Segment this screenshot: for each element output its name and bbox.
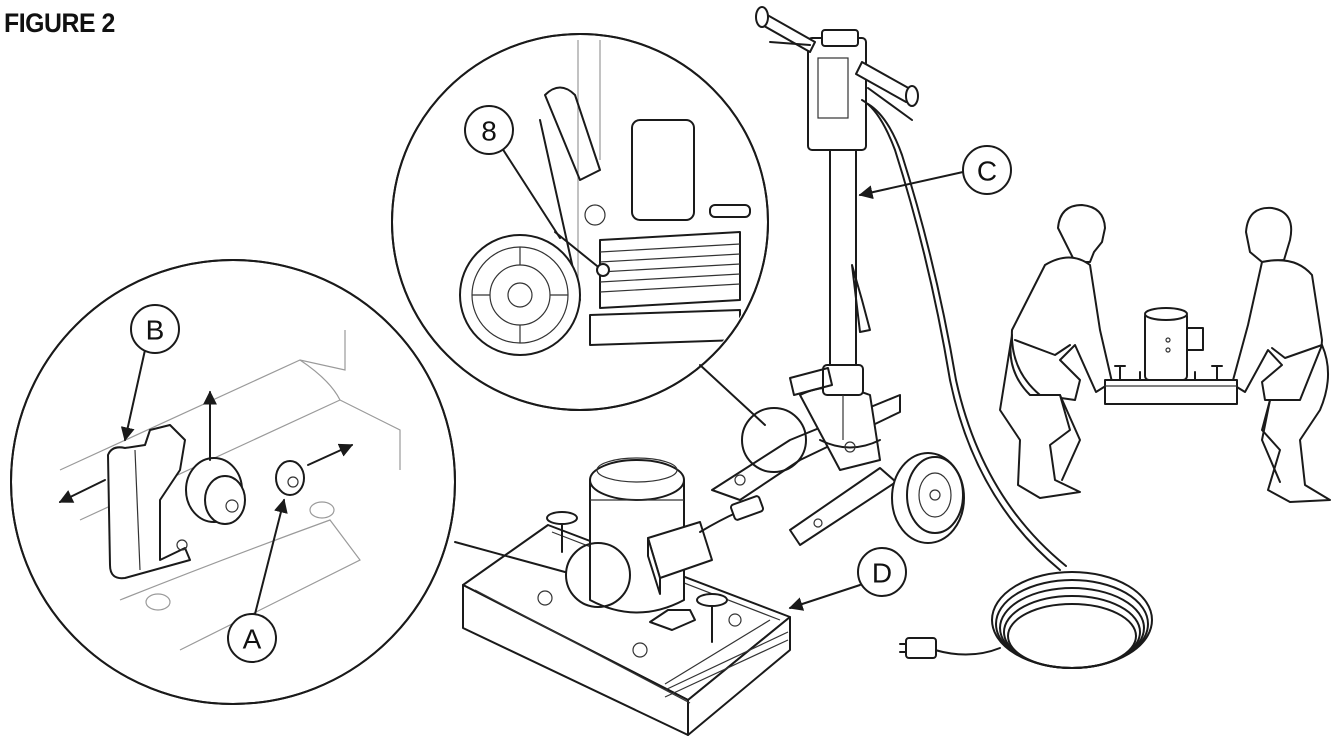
control-head (755, 6, 919, 151)
callout-d-label: D (872, 558, 892, 589)
dolly-frame (711, 386, 901, 546)
person-right (1231, 206, 1331, 503)
callout-b-label: B (146, 315, 165, 346)
callout-a-label: A (243, 624, 262, 655)
adjustment-knob-left (546, 511, 578, 553)
detail-view-handle-linkage: 8 (391, 33, 807, 473)
callout-a: A (227, 498, 288, 663)
callout-b: B (120, 304, 180, 442)
motor (589, 457, 764, 614)
power-cord (861, 99, 1153, 669)
detail-view-latch: B A (10, 259, 631, 705)
figure-title: FIGURE 2 (4, 8, 115, 38)
two-person-lift-illustration (999, 204, 1331, 503)
handle-tube (789, 139, 871, 440)
floor-machine (462, 6, 1153, 736)
lifted-machine-base (1104, 307, 1238, 405)
callout-d: D (788, 547, 907, 611)
person-left (999, 204, 1113, 499)
callout-c-label: C (977, 156, 997, 187)
adjustment-knob-right (696, 593, 728, 643)
callout-8: 8 (464, 105, 561, 239)
wheel (891, 452, 965, 544)
callout-8-label: 8 (481, 116, 497, 147)
callout-c: C (858, 145, 1012, 200)
